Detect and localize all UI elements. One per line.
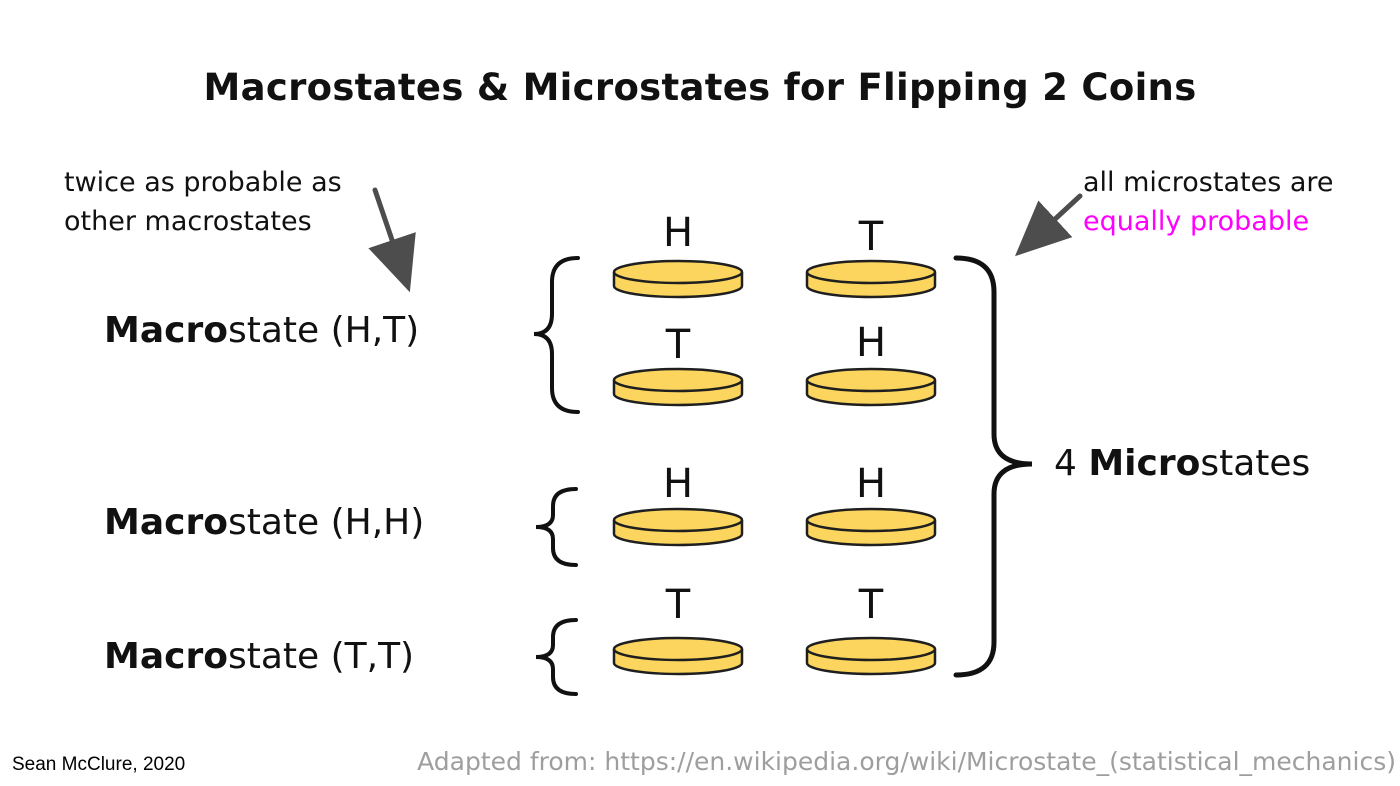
microstates-label-rest: states [1200,443,1311,484]
left-annotation-line1: twice as probable as [64,167,342,198]
source-attribution: Adapted from: https://en.wikipedia.org/w… [417,747,1396,776]
coin-row4-right [805,636,937,676]
microstates-count: 4 [1054,443,1089,484]
macrostate-ht-label-rest: state (H,T) [227,310,420,351]
coin-row3-right [805,507,937,547]
coin-letter-row1-left: H [662,210,694,256]
microstates-label-bold: Micro [1088,443,1201,484]
coin-row1-right [805,259,937,299]
coin-letter-row4-left: T [665,582,691,628]
macrostate-ht-label-bold: Macro [104,310,228,351]
author-credit: Sean McClure, 2020 [12,754,186,775]
brace-macrostate-tt [535,618,578,696]
microstates-label: 4 Microstates [1054,442,1310,486]
page-title: Macrostates & Microstates for Flipping 2… [203,66,1197,109]
coin-letter-row2-right: H [855,320,887,366]
coin-letter-row1-right: T [858,214,884,260]
coin-row1-left [612,259,744,299]
left-annotation-line2: other macrostates [64,206,312,237]
right-annotation-arrow-icon [1014,193,1083,257]
right-annotation-line1: all microstates are [1083,167,1334,198]
right-annotation: all microstates are equally probable [1083,163,1334,241]
coin-letter-row4-right: T [858,582,884,628]
macrostate-hh-label: Macrostate (H,H) [104,501,424,545]
coin-row2-left [612,367,744,407]
brace-macrostate-hh [535,487,578,567]
macrostate-tt-label: Macrostate (T,T) [104,635,414,679]
coin-letter-row3-right: H [855,461,887,507]
macrostate-hh-label-bold: Macro [104,502,228,543]
macrostate-hh-label-rest: state (H,H) [227,502,425,543]
coin-row2-right [805,367,937,407]
left-annotation: twice as probable as other macrostates [64,163,342,241]
macrostate-tt-label-rest: state (T,T) [227,636,415,677]
macrostate-tt-label-bold: Macro [104,636,228,677]
right-annotation-line2: equally probable [1083,206,1310,237]
macrostate-ht-label: Macrostate (H,T) [104,309,419,353]
coin-letter-row3-left: H [662,461,694,507]
left-annotation-arrow-icon [368,187,416,293]
brace-microstates [953,255,1033,678]
coin-row3-left [612,507,744,547]
coin-letter-row2-left: T [665,322,691,368]
coin-row4-left [612,636,744,676]
brace-macrostate-ht [533,256,580,414]
